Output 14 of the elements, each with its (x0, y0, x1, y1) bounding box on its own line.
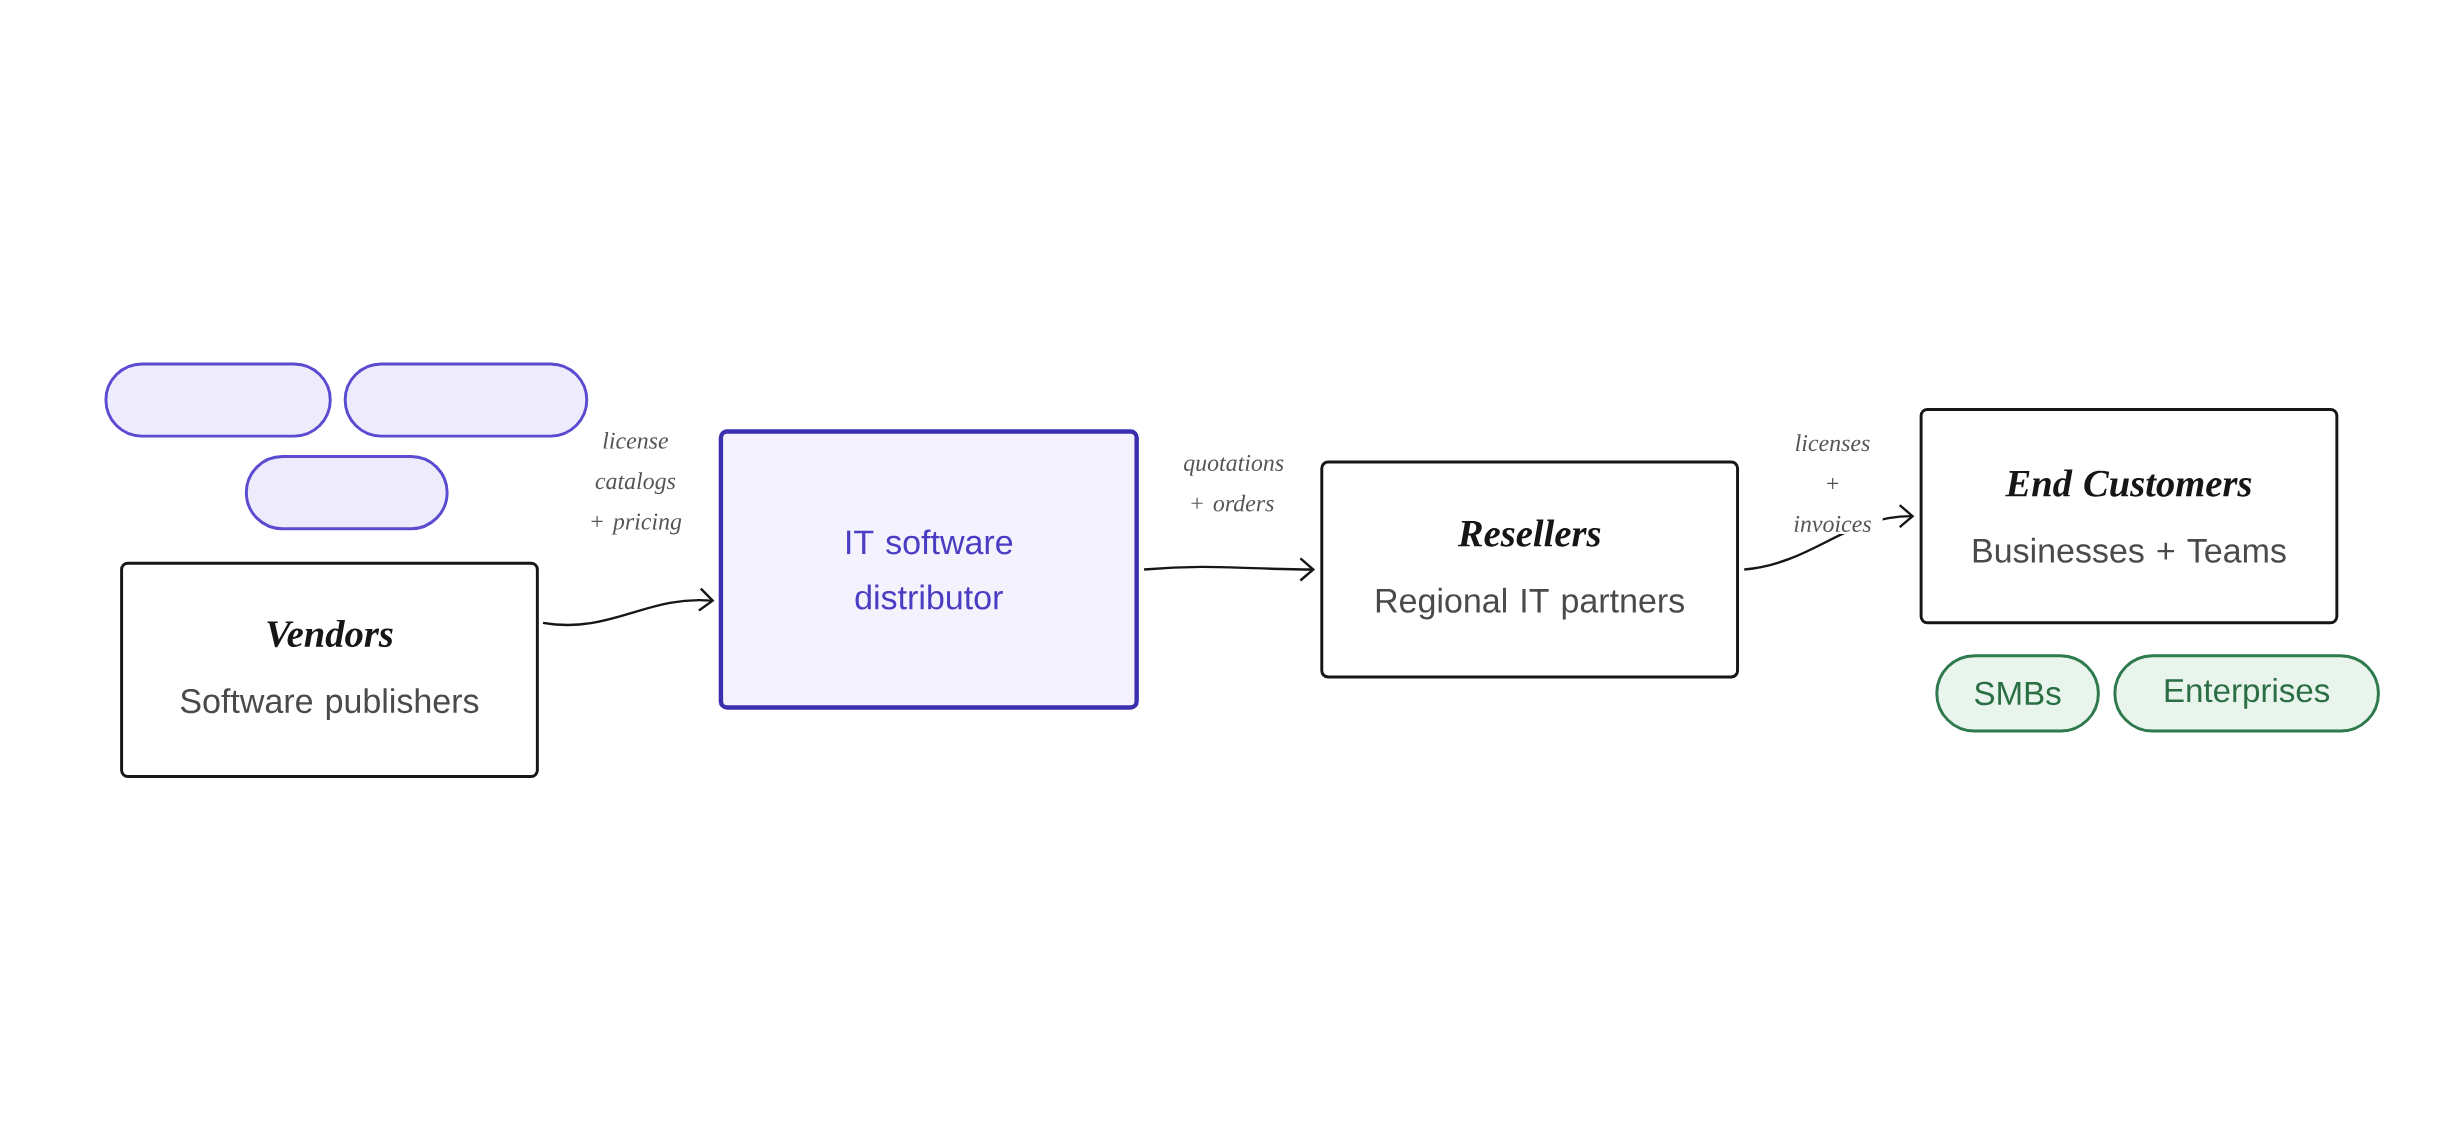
tag-pill (343, 362, 589, 438)
tag-pill: SMBs (1935, 654, 2100, 733)
tag-pill: Enterprises (2113, 654, 2380, 733)
process-box: End Customers Businesses + Teams (1919, 408, 2339, 625)
arrow (542, 587, 715, 627)
edge-label: license catalogs + pricing (585, 430, 686, 537)
tag-pill (104, 362, 332, 438)
edge-label: licenses + invoices (1782, 432, 1883, 535)
process-box: Vendors Software publishers (120, 561, 539, 779)
arrow (1144, 557, 1316, 582)
tag-pill (244, 455, 449, 531)
edge-label: quotations + orders (1181, 453, 1284, 514)
process-box: IT software distributor (718, 429, 1139, 710)
process-box: Resellers Regional IT partners (1320, 460, 1739, 679)
